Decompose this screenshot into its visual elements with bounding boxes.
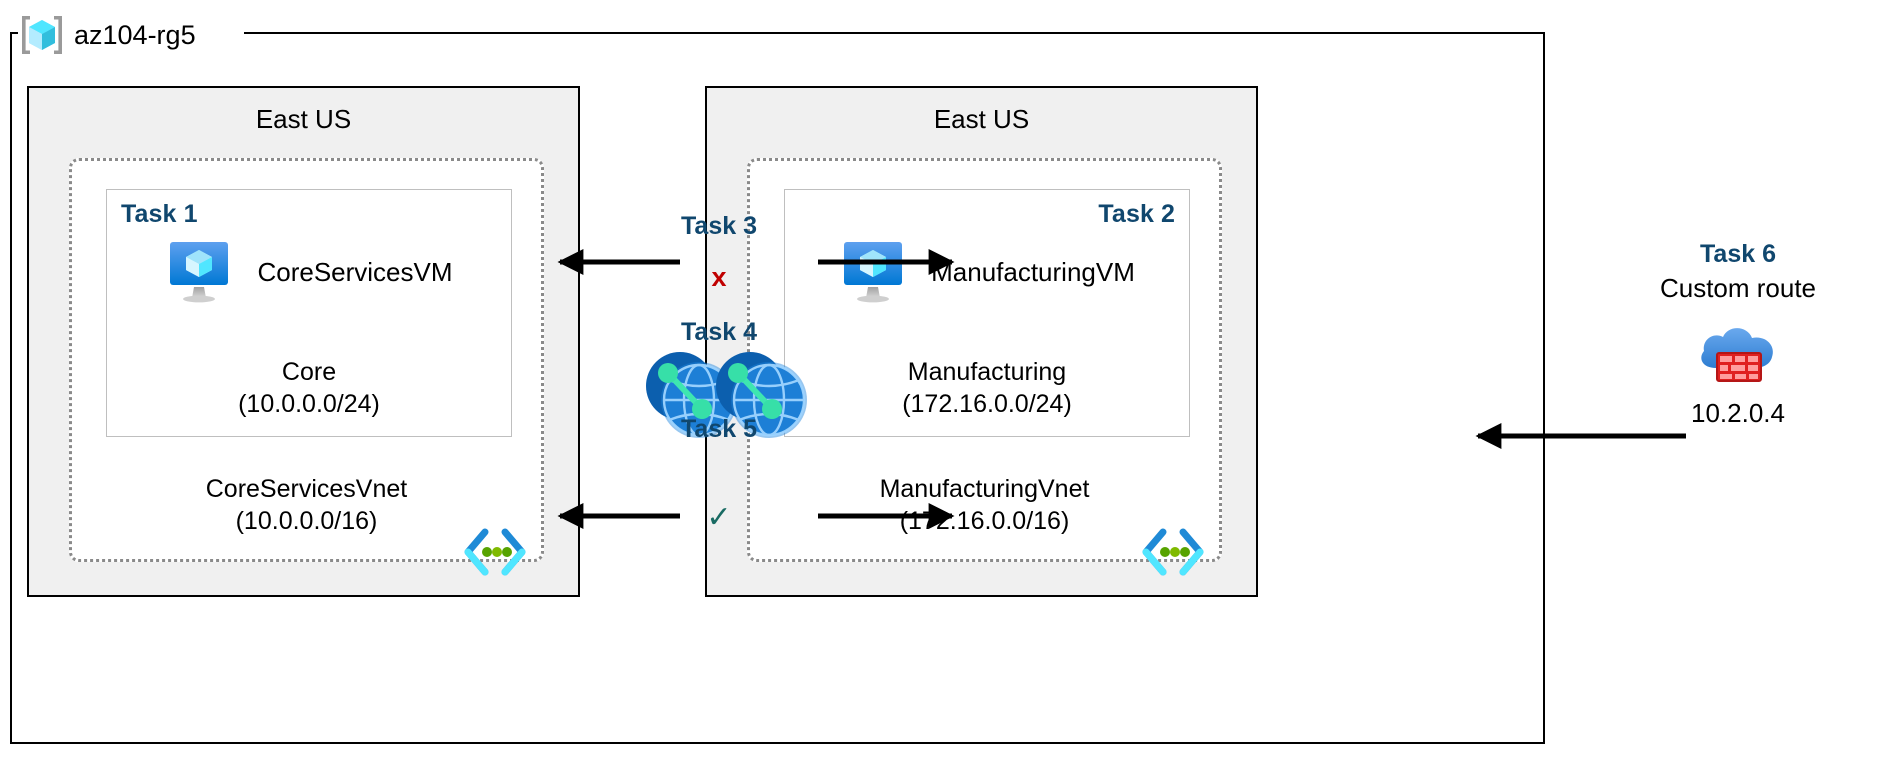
vnet-cidr-manufacturing: (172.16.0.0/16) (899, 507, 1070, 535)
task6-ip-address: 10.2.0.4 (1691, 398, 1785, 428)
vm-row-core: CoreServicesVM (107, 240, 511, 304)
vm-row-manufacturing: ManufacturingVM (785, 240, 1189, 304)
subnet-name-core: Core (281, 358, 337, 386)
subnet-label-manufacturing: Manufacturing (172.16.0.0/24) (785, 356, 1189, 420)
task-tag-6: Task 6 (1700, 240, 1776, 268)
firewall-cloud-icon (1690, 310, 1786, 390)
virtual-machine-icon (839, 240, 913, 304)
task-label-4: Task 4 (681, 318, 757, 346)
task-label-5: Task 5 (681, 415, 757, 443)
azure-resource-group-icon (18, 11, 66, 59)
region-label-right: East US (933, 104, 1030, 134)
resource-group-frame (10, 32, 1545, 744)
subnet-box-manufacturing: Task 2 (784, 189, 1190, 437)
vnet-cidr-core: (10.0.0.0/16) (235, 507, 378, 535)
region-box-right: East US Task 2 (705, 86, 1258, 597)
task6-subtitle: Custom route (1659, 273, 1817, 303)
subnet-box-core: Task 1 (106, 189, 512, 437)
vnet-box-core: Task 1 (69, 158, 544, 576)
task-tag-1: Task 1 (121, 200, 198, 228)
vm-name-core: CoreServicesVM (257, 256, 453, 287)
vnet-label-manufacturing: ManufacturingVnet (172.16.0.0/16) (750, 473, 1219, 537)
task-label-3: Task 3 (681, 212, 757, 240)
subnet-name-manufacturing: Manufacturing (907, 358, 1067, 386)
region-box-left: East US Task 1 (27, 86, 580, 597)
vnet-box-manufacturing: Task 2 (747, 158, 1222, 576)
virtual-machine-icon (165, 240, 239, 304)
task5-status-mark: ✓ (706, 501, 732, 534)
vm-name-manufacturing: ManufacturingVM (931, 256, 1135, 287)
subnet-cidr-core: (10.0.0.0/24) (238, 390, 380, 418)
resource-group-title: az104-rg5 (18, 8, 196, 62)
vnet-peering-icon (706, 340, 816, 450)
task6-custom-route-block: Task 6 Custom route (1588, 240, 1888, 429)
subnet-label-core: Core (10.0.0.0/24) (107, 356, 511, 420)
virtual-network-icon (463, 528, 527, 576)
virtual-network-icon (1141, 528, 1205, 576)
task3-status-mark: x (711, 262, 727, 292)
resource-group-name: az104-rg5 (74, 19, 196, 50)
vnet-name-manufacturing: ManufacturingVnet (879, 475, 1090, 503)
region-label-left: East US (255, 104, 352, 134)
resource-group-title-mask (18, 18, 244, 52)
vnet-label-core: CoreServicesVnet (10.0.0.0/16) (72, 473, 541, 537)
subnet-cidr-manufacturing: (172.16.0.0/24) (902, 390, 1072, 418)
vnet-name-core: CoreServicesVnet (205, 475, 408, 503)
task-tag-2: Task 2 (1098, 200, 1175, 228)
